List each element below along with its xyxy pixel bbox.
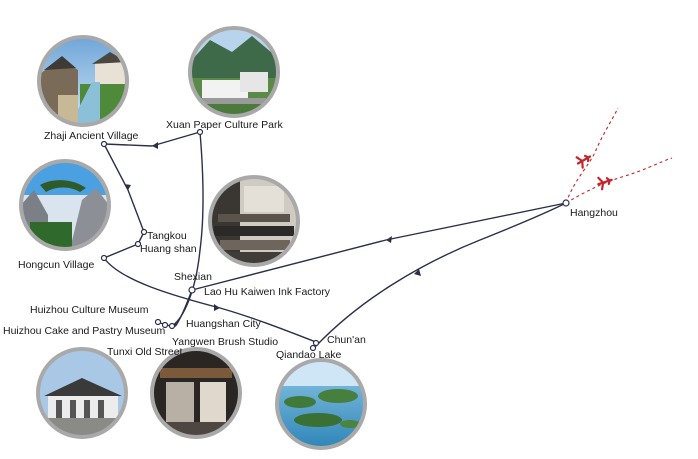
label-hangzhou: Hangzhou bbox=[570, 207, 618, 219]
label-huizhou-cake-and-pastry-museum: Huizhou Cake and Pastry Museum bbox=[3, 325, 165, 337]
photo-zhaji-ancient-village bbox=[37, 35, 129, 127]
node-chunan[interactable] bbox=[312, 339, 320, 347]
arrow-icon bbox=[414, 269, 421, 276]
photo-qiandao-lake bbox=[275, 358, 367, 450]
photo-yangwen-brush-studio bbox=[150, 347, 242, 439]
flight-paths bbox=[565, 107, 673, 204]
node-hangzhou[interactable] bbox=[562, 199, 570, 207]
label-yangwen-brush-studio: Yangwen Brush Studio bbox=[172, 336, 278, 348]
arrow-icon bbox=[152, 142, 158, 149]
label-hongcun-village: Hongcun Village bbox=[18, 259, 94, 271]
route-nodes bbox=[100, 128, 570, 352]
photo-ink-factory bbox=[208, 175, 300, 267]
node-huizhou-cake[interactable] bbox=[161, 321, 169, 329]
place-labels: Hangzhou Zhaji Ancient Village Xuan Pape… bbox=[3, 119, 618, 361]
label-tunxi-old-street: Tunxi Old Street bbox=[107, 346, 183, 358]
node-huizhou-museum[interactable] bbox=[154, 318, 162, 326]
node-shexian[interactable] bbox=[188, 286, 196, 294]
label-xuan-paper-culture-park: Xuan Paper Culture Park bbox=[166, 119, 283, 131]
flight-path-east bbox=[565, 157, 673, 204]
label-huangshan: Huang shan bbox=[140, 243, 197, 255]
node-zhaji[interactable] bbox=[100, 140, 108, 148]
label-tangkou: Tangkou bbox=[147, 230, 187, 242]
photo-huizhou-culture-museum bbox=[36, 347, 128, 439]
airplane-icon bbox=[575, 154, 592, 169]
label-chunan: Chun'an bbox=[327, 334, 366, 346]
photo-xuan-paper-culture-park bbox=[188, 26, 280, 118]
route-qiandao-hangzhou bbox=[315, 202, 567, 347]
node-huangshan-city[interactable] bbox=[168, 322, 176, 330]
label-huangshan-city: Huangshan City bbox=[186, 318, 261, 330]
label-huizhou-culture-museum: Huizhou Culture Museum bbox=[30, 304, 149, 316]
label-shexian: Shexian bbox=[174, 271, 212, 283]
arrow-icon bbox=[214, 304, 220, 311]
route-network bbox=[103, 131, 567, 347]
node-hongcun[interactable] bbox=[100, 254, 108, 262]
node-tangkou[interactable] bbox=[140, 228, 148, 236]
airplane-icon bbox=[597, 176, 613, 191]
photo-huangshan-mountain bbox=[19, 159, 111, 251]
label-qiandao-lake: Qiandao Lake bbox=[276, 349, 342, 361]
flight-path-north bbox=[565, 107, 619, 204]
label-lao-hu-kaiwen-ink-factory: Lao Hu Kaiwen Ink Factory bbox=[204, 286, 331, 298]
route-northern-loop bbox=[103, 131, 204, 327]
arrow-icon bbox=[124, 184, 131, 190]
node-xuan[interactable] bbox=[196, 128, 204, 136]
label-zhaji-ancient-village: Zhaji Ancient Village bbox=[44, 130, 139, 142]
node-qiandao[interactable] bbox=[309, 344, 317, 352]
node-huangshan[interactable] bbox=[134, 240, 142, 248]
arrow-icon bbox=[386, 236, 392, 243]
